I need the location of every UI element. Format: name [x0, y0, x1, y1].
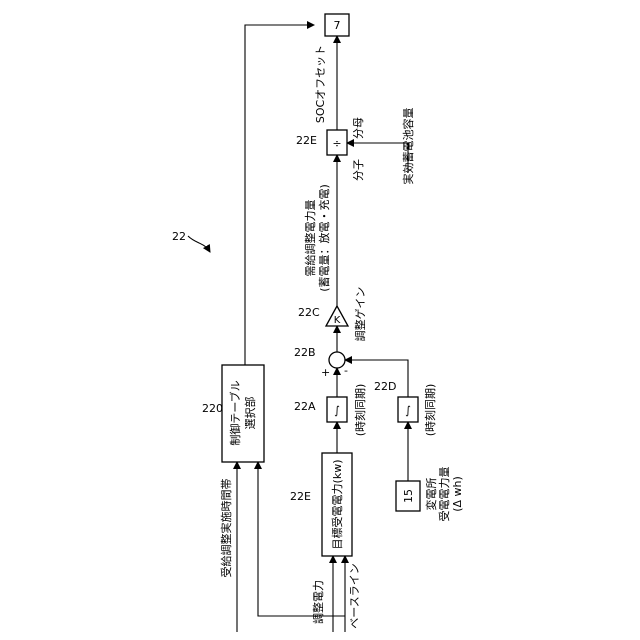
sum-id-label: 22B	[294, 346, 316, 359]
adjust-power-label: 調整電力	[311, 580, 325, 624]
period-label: 受給調整実施時間帯	[219, 479, 233, 578]
gain-symbol: K	[334, 315, 341, 326]
int-d-note: (時刻同期)	[423, 384, 437, 437]
sum-plus-sign: +	[321, 366, 330, 379]
substation-block-15: 15	[396, 481, 420, 511]
summing-junction	[329, 352, 345, 368]
gain-id-label: 22C	[298, 306, 320, 319]
substation-text-line1: 変電所	[424, 478, 438, 511]
gain-block: K	[326, 306, 348, 326]
target-power-block: 目標受電電力(kw)	[322, 453, 352, 556]
diagram-ref-number: 22	[172, 230, 186, 243]
baseline-label: ベースライン	[348, 563, 361, 628]
divider-symbol: ÷	[332, 137, 341, 150]
div-denominator-label: 分母	[352, 117, 365, 139]
soc-offset-label: SOCオフセット	[314, 45, 327, 123]
int-a-note: (時刻同期)	[353, 384, 367, 437]
gain-label: 調整ゲイン	[353, 287, 367, 342]
sum-minus-sign: -	[344, 364, 348, 377]
selector-text-line2: 選択部	[243, 397, 257, 430]
supply-adjust-label-line1: 需給調整電力量	[303, 200, 317, 277]
int-d-id-label: 22D	[374, 380, 396, 393]
supply-adjust-label-line2: (蓄電量：放電・充電)	[317, 184, 331, 292]
target-power-text: 目標受電電力(kw)	[330, 460, 344, 550]
output-block-id: 7	[334, 19, 341, 32]
div-numerator-label: 分子	[352, 159, 365, 181]
integrator-a-block: ∫	[327, 397, 347, 422]
integrator-d-block: ∫	[398, 397, 418, 422]
capacity-label: 実効蓄電池容量	[401, 108, 415, 185]
int-a-id-label: 22A	[294, 400, 316, 413]
substation-text-line2: 受電電力量	[438, 467, 451, 522]
control-table-selector-block: 制御テーブル 選択部	[222, 365, 264, 462]
integrator-d-symbol: ∫	[405, 404, 411, 417]
integrator-a-symbol: ∫	[334, 404, 340, 417]
substation-text-line3: (Δ wh)	[451, 476, 464, 512]
target-id-label: 22E	[290, 490, 311, 503]
output-block-7: 7	[325, 14, 349, 36]
divider-block: ÷	[327, 130, 347, 155]
ref-leader-line	[188, 236, 210, 252]
selector-id-label: 220	[202, 402, 223, 415]
substation-block-id: 15	[402, 489, 415, 503]
selector-text-line1: 制御テーブル	[228, 380, 242, 445]
div-id-label: 22E	[296, 134, 317, 147]
